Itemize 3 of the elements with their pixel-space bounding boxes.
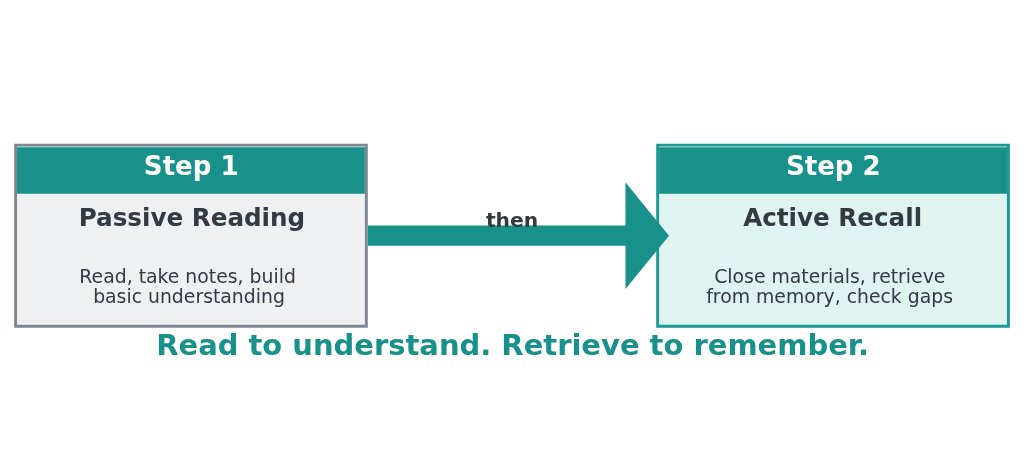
edge-label: then [485, 207, 539, 232]
arrow [367, 181, 669, 289]
caption: Read to understand. Retrieve to remember. [156, 327, 869, 362]
